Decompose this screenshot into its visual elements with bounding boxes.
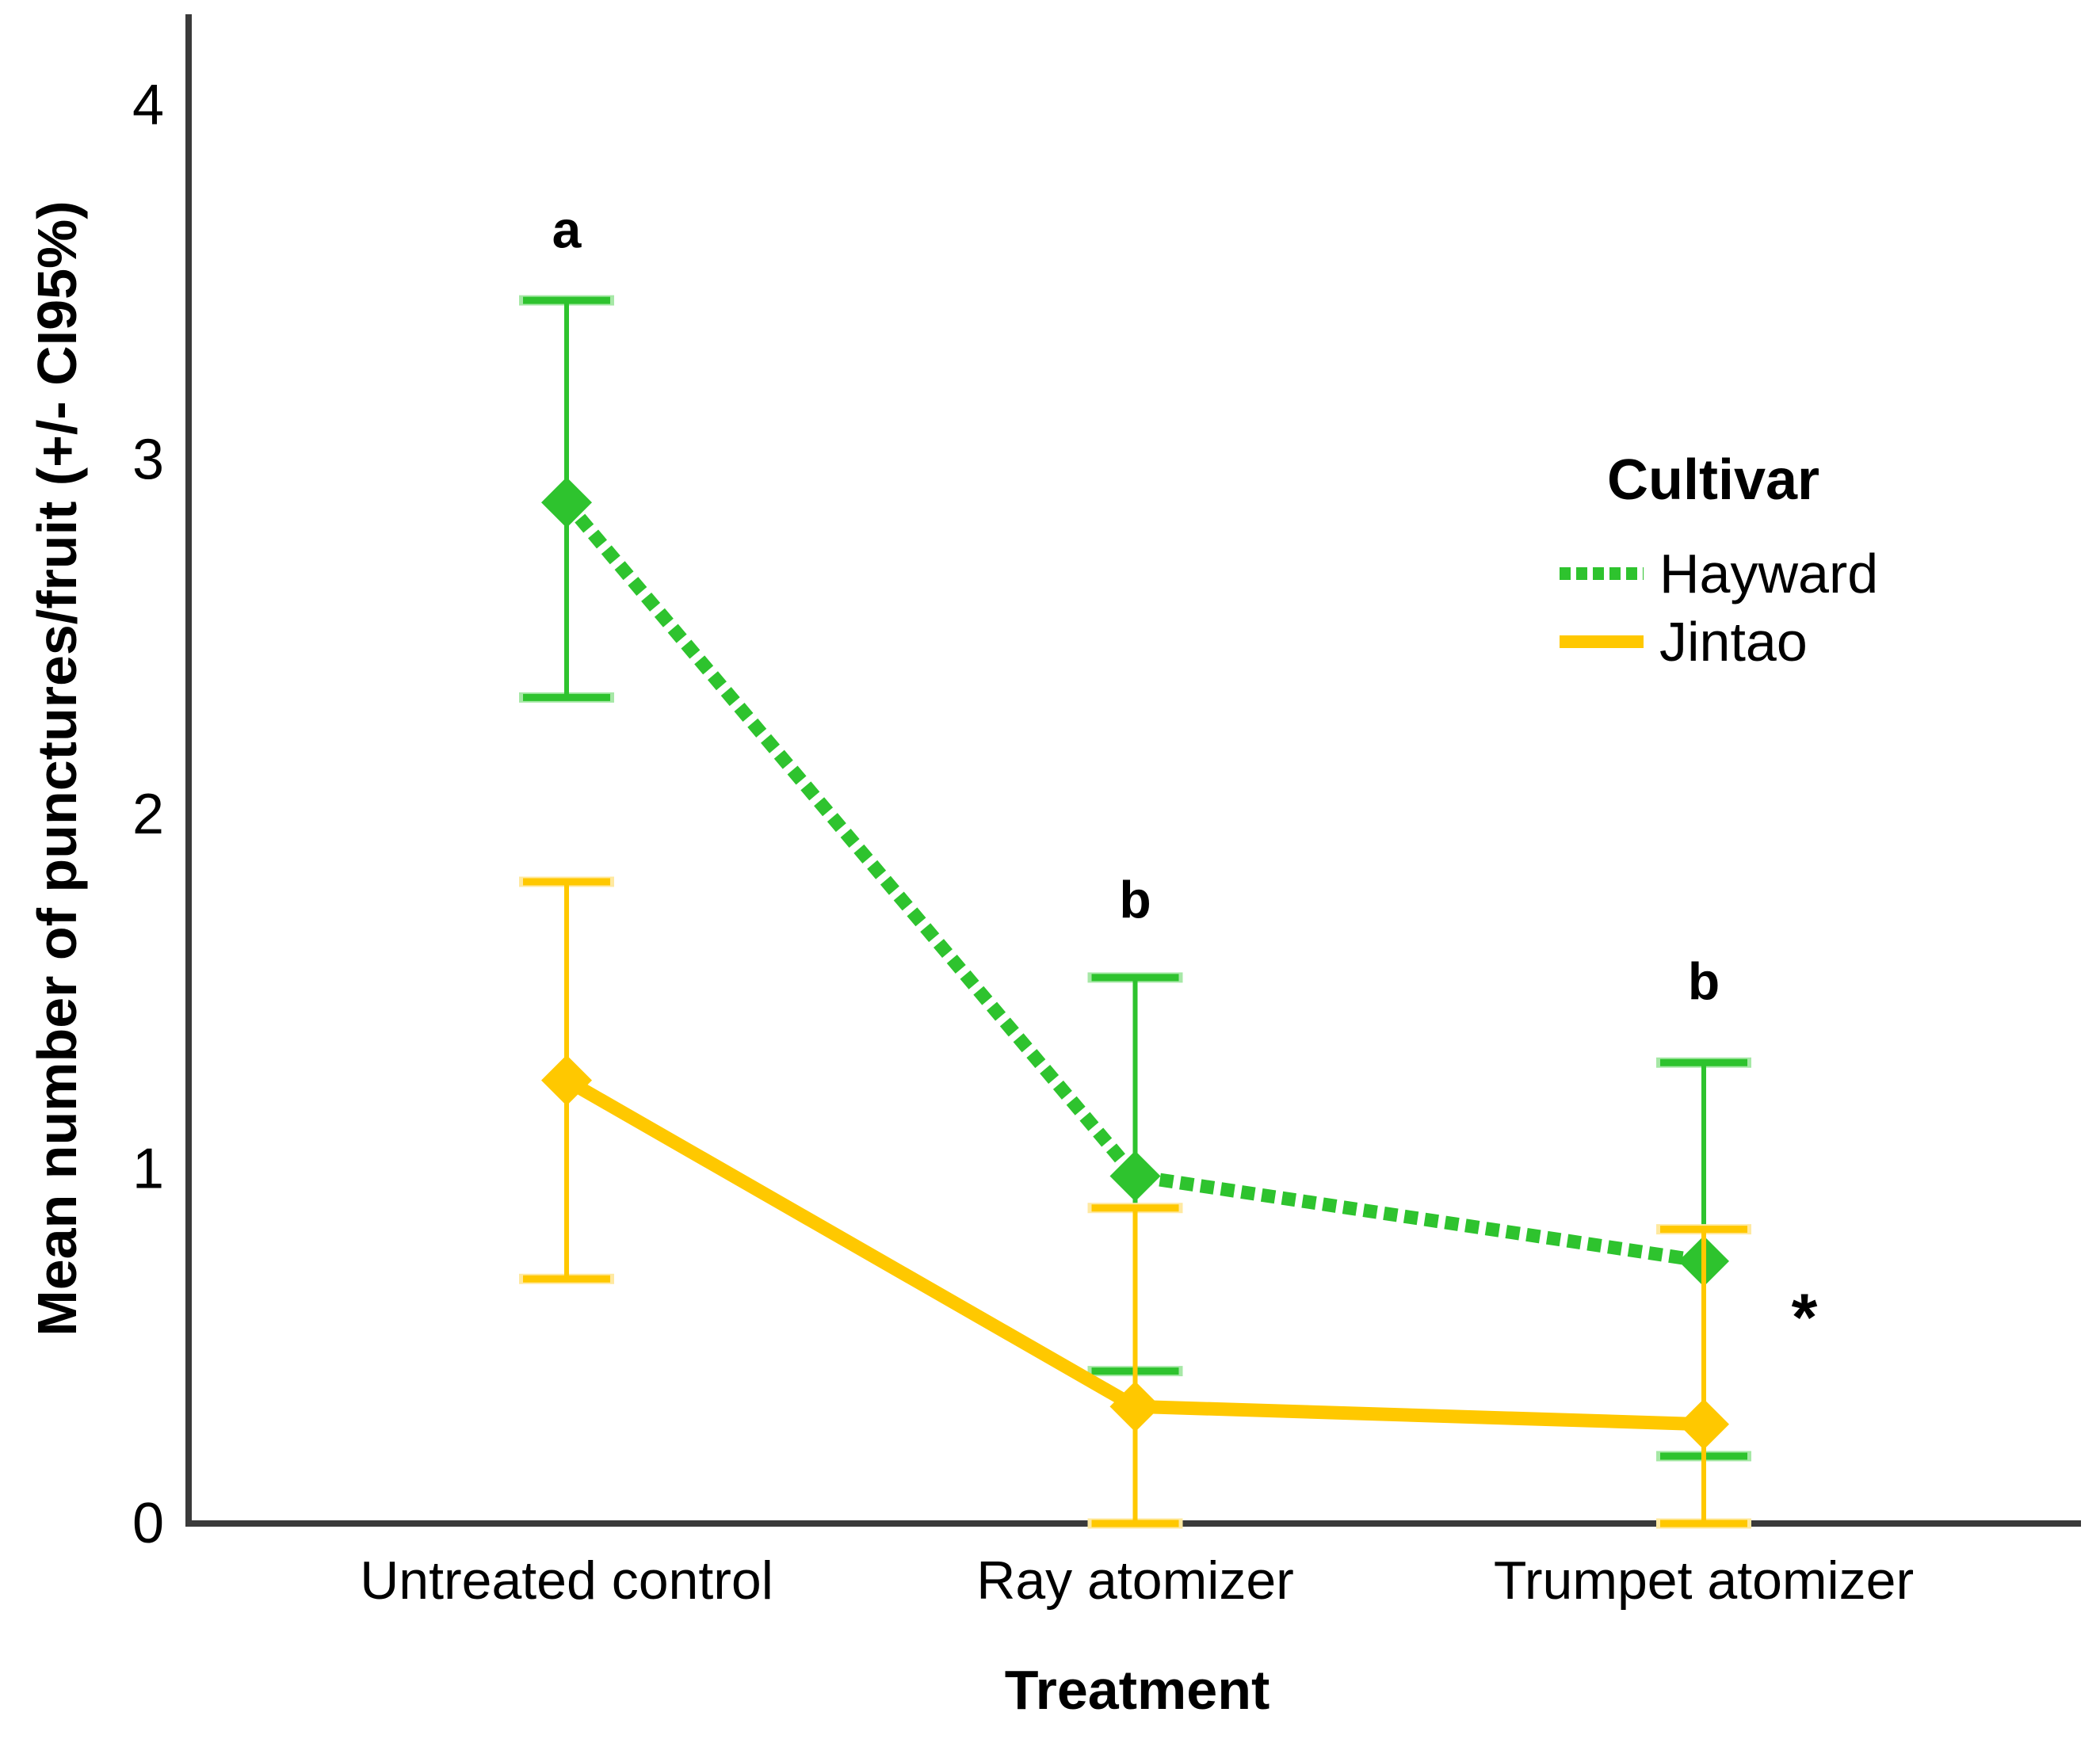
- x-category-label: Untreated control: [360, 1550, 773, 1611]
- y-tick-label: 2: [132, 783, 164, 846]
- data-point-jintao: [1678, 1398, 1729, 1450]
- significance-letter: b: [1119, 870, 1151, 929]
- data-point-jintao: [541, 1054, 592, 1106]
- legend-title: Cultivar: [1607, 448, 1820, 512]
- y-tick-label: 3: [132, 429, 164, 492]
- legend-label-hayward: Hayward: [1659, 543, 1879, 604]
- legend-label-jintao: Jintao: [1659, 611, 1808, 673]
- data-point-hayward: [1109, 1150, 1161, 1202]
- jintao-solid-line-swatch: [1560, 635, 1644, 648]
- x-category-label: Ray atomizer: [976, 1550, 1294, 1611]
- legend-item-hayward: Hayward: [1560, 543, 2003, 604]
- series-line-hayward: [561, 498, 1705, 1268]
- y-axis-title: Mean number of punctures/fruit (+/- CI95…: [26, 200, 88, 1337]
- y-tick-label: 0: [132, 1492, 164, 1555]
- significance-asterisk: *: [1792, 1280, 1818, 1355]
- y-tick-label: 1: [132, 1138, 164, 1201]
- x-category-label: Trumpet atomizer: [1494, 1550, 1914, 1611]
- significance-letter: b: [1688, 951, 1720, 1010]
- hayward-dotted-line-swatch: [1560, 567, 1644, 580]
- significance-letter: a: [552, 200, 582, 259]
- legend: Cultivar Hayward Jintao: [1560, 448, 2003, 673]
- x-axis-title: Treatment: [1004, 1659, 1270, 1721]
- legend-item-jintao: Jintao: [1560, 611, 2003, 673]
- data-point-hayward: [541, 477, 592, 528]
- data-point-jintao: [1109, 1381, 1161, 1432]
- y-tick-label: 4: [132, 74, 164, 137]
